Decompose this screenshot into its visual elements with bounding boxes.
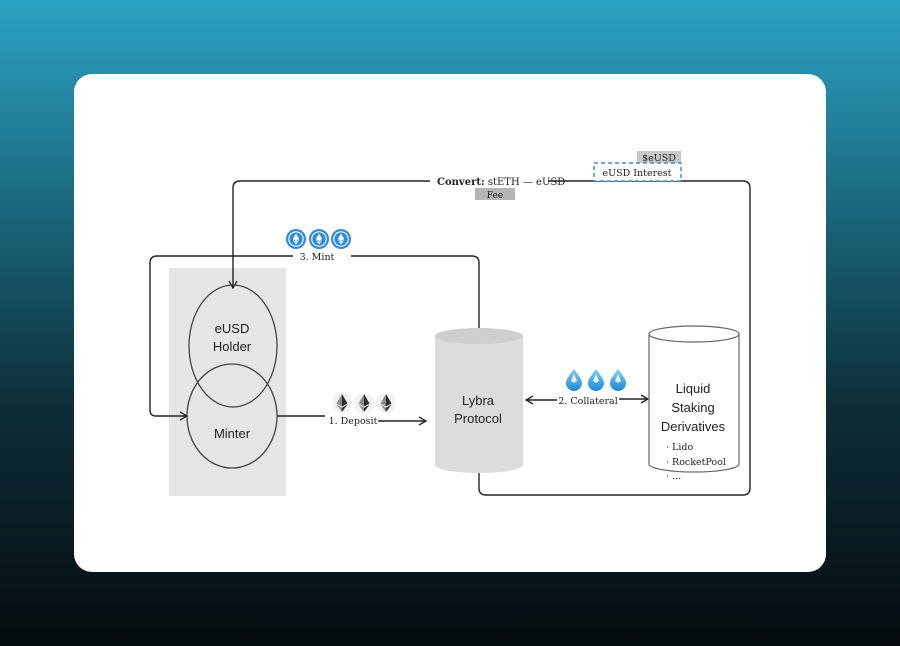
collateral-label: 2. Collateral bbox=[558, 396, 618, 407]
lsd-item: · ... bbox=[666, 471, 681, 482]
minter-label: Minter bbox=[214, 426, 251, 441]
lsd-item: · Lido bbox=[666, 442, 693, 453]
lybra-cylinder-top bbox=[435, 328, 523, 344]
fee-badge bbox=[475, 188, 515, 200]
lsd-label-line3: Derivatives bbox=[661, 419, 726, 434]
mint-label: 3. Mint bbox=[300, 252, 335, 263]
lsd-cylinder bbox=[648, 334, 740, 473]
eusd-interest-box bbox=[593, 162, 682, 182]
holder-label-line2: Holder bbox=[213, 339, 252, 354]
lybra-cylinder bbox=[435, 336, 523, 473]
lybra-label-line1: Lybra bbox=[462, 393, 495, 408]
eusd-holder-circle bbox=[188, 284, 278, 408]
ether-icon bbox=[332, 393, 352, 413]
steth-drop-icon bbox=[588, 369, 604, 391]
mint-arrow bbox=[149, 255, 480, 421]
convert-label: Convert: stETH — eUSD bbox=[437, 177, 565, 188]
lsd-label-line1: Liquid bbox=[676, 381, 711, 396]
eusd-token-icon bbox=[308, 228, 330, 250]
lsd-cylinder-top bbox=[648, 325, 740, 343]
ether-icon bbox=[376, 393, 396, 413]
fee-label: Fee bbox=[487, 191, 503, 201]
lybra-label-line2: Protocol bbox=[454, 411, 502, 426]
minter-circle bbox=[186, 363, 278, 469]
eusd-interest-label: eUSD Interest bbox=[603, 168, 672, 179]
holder-label-line1: eUSD bbox=[215, 321, 250, 336]
steth-drop-icon bbox=[566, 369, 582, 391]
deposit-label: 1. Deposit bbox=[329, 416, 378, 427]
ether-icon bbox=[354, 393, 374, 413]
lsd-item: · RocketPool bbox=[666, 457, 726, 468]
convert-arrow bbox=[228, 180, 751, 496]
steth-drop-icon bbox=[610, 369, 626, 391]
eusd-token-icon bbox=[285, 228, 307, 250]
seusd-badge bbox=[637, 151, 681, 163]
lsd-label-line2: Staking bbox=[671, 400, 714, 415]
eusd-token-icon bbox=[330, 228, 352, 250]
seusd-label: $eUSD bbox=[642, 153, 676, 164]
